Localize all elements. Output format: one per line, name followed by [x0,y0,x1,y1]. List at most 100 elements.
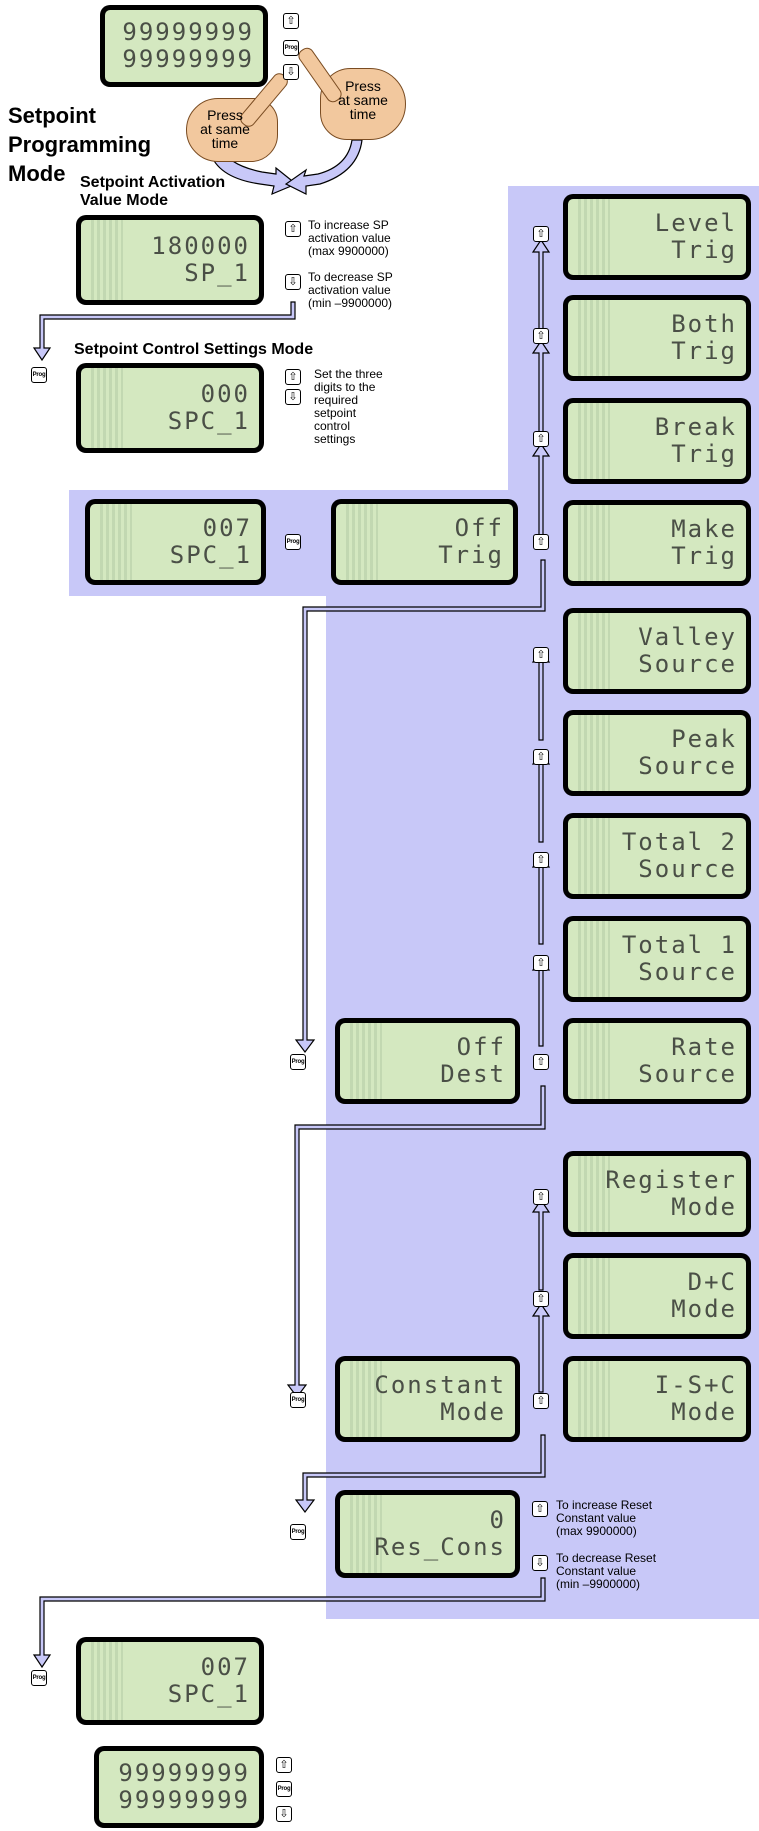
left-hand-illustration [176,70,296,162]
lcd-break-trig: Break Trig [563,398,751,484]
lcd-line-2: Source [638,1060,737,1088]
lcd-both-trig: Both Trig [563,295,751,381]
trig-up-key-2[interactable]: ⇧ [533,328,549,344]
sp-up-key[interactable]: ⇧ [285,221,301,237]
lcd-line-2: Mode [671,1398,737,1426]
lcd-line-1: 007 [202,514,252,542]
lcd-spc-007-end: 007 SPC_1 [76,1637,264,1725]
lcd-total1-source: Total 1 Source [563,916,751,1002]
lcd-level-trig: Level Trig [563,194,751,280]
lcd-line-1: Peak [671,725,737,753]
trig-up-key-4[interactable]: ⇧ [533,534,549,550]
lcd-line-2: 99999999 [122,45,254,73]
lcd-isc-mode: I-S+C Mode [563,1356,751,1442]
lcd-off-trig: Off Trig [331,499,518,585]
lcd-line-1: Total 1 [621,931,737,959]
lcd-valley-source: Valley Source [563,608,751,694]
source-up-key-5[interactable]: ⇧ [533,1054,549,1070]
lcd-line-2: Trig [671,337,737,365]
lcd-line-1: Total 2 [621,828,737,856]
lcd-top: 99999999 99999999 [100,5,268,87]
source-up-key-4[interactable]: ⇧ [533,955,549,971]
lcd-bottom: 99999999 99999999 [94,1746,264,1828]
lcd-line-2: Mode [671,1295,737,1323]
lcd-line-1: Rate [671,1033,737,1061]
lcd-line-1: Both [671,310,737,338]
lcd-line-2: Res_Cons [374,1533,506,1561]
res-down-key[interactable]: ⇩ [532,1555,548,1571]
lcd-line-1: Make [671,515,737,543]
prog-key[interactable]: Prog [283,40,299,56]
lcd-line-2: Source [638,752,737,780]
lcd-line-1: 99999999 [122,18,254,46]
lcd-total2-source: Total 2 Source [563,813,751,899]
prog-key-6[interactable]: Prog [31,1670,47,1686]
trig-up-key-1[interactable]: ⇧ [533,226,549,242]
spc-down-key[interactable]: ⇩ [285,389,301,405]
lcd-peak-source: Peak Source [563,710,751,796]
right-hand-illustration [295,45,406,142]
lcd-line-2: SPC_1 [169,541,252,569]
lcd-line-2: Source [638,855,737,883]
lcd-dc-mode: D+C Mode [563,1253,751,1339]
page-title: Setpoint Programming Mode [8,103,152,186]
lcd-line-2: Trig [671,542,737,570]
lcd-line-2: Mode [440,1398,506,1426]
mode-up-key-2[interactable]: ⇧ [533,1291,549,1307]
lcd-line-1: Register [605,1166,737,1194]
sp-down-key[interactable]: ⇩ [285,274,301,290]
lcd-line-2: Dest [440,1060,506,1088]
prog-key-1[interactable]: Prog [31,367,47,383]
trig-up-key-3[interactable]: ⇧ [533,431,549,447]
lcd-line-1: Off [456,1033,506,1061]
lcd-rate-source: Rate Source [563,1018,751,1104]
lcd-register-mode: Register Mode [563,1151,751,1237]
spc-up-key[interactable]: ⇧ [285,369,301,385]
mode-up-key-3[interactable]: ⇧ [533,1393,549,1409]
lcd-line-1: D+C [687,1268,737,1296]
lcd-line-1: Off [454,514,504,542]
lcd-line-1: Level [654,209,737,237]
down-key[interactable]: ⇩ [283,64,299,80]
bottom-prog-key[interactable]: Prog [276,1781,292,1797]
lcd-spc-007: 007 SPC_1 [85,499,266,585]
lcd-line-2: SPC_1 [167,407,250,435]
lcd-res-cons: 0 Res_Cons [335,1490,520,1578]
lcd-line-2: Trig [671,440,737,468]
lcd-line-2: Source [638,958,737,986]
lcd-line-2: Mode [671,1193,737,1221]
lcd-line-1: 180000 [151,232,250,260]
source-up-key-3[interactable]: ⇧ [533,852,549,868]
lcd-sp-value: 180000 SP_1 [76,215,264,305]
lcd-line-2: 99999999 [118,1786,250,1814]
prog-key-2[interactable]: Prog [285,534,301,550]
lcd-line-1: 0 [489,1506,506,1534]
mode-up-key-1[interactable]: ⇧ [533,1189,549,1205]
res-up-key[interactable]: ⇧ [532,1501,548,1517]
bottom-down-key[interactable]: ⇩ [276,1806,292,1822]
activation-mode-title: Setpoint Activation Value Mode [80,174,226,209]
lcd-spc-000: 000 SPC_1 [76,363,264,453]
lcd-line-1: 007 [200,1653,250,1681]
lcd-line-1: Constant [374,1371,506,1399]
prog-key-5[interactable]: Prog [290,1524,306,1540]
lcd-line-1: I-S+C [654,1371,737,1399]
prog-key-3[interactable]: Prog [290,1054,306,1070]
bottom-up-key[interactable]: ⇧ [276,1757,292,1773]
lcd-line-1: 000 [200,380,250,408]
up-key[interactable]: ⇧ [283,13,299,29]
lcd-line-2: SPC_1 [167,1680,250,1708]
prog-key-4[interactable]: Prog [290,1392,306,1408]
source-up-key-1[interactable]: ⇧ [533,647,549,663]
lcd-line-2: Source [638,650,737,678]
source-up-key-2[interactable]: ⇧ [533,749,549,765]
lcd-line-2: SP_1 [184,259,250,287]
